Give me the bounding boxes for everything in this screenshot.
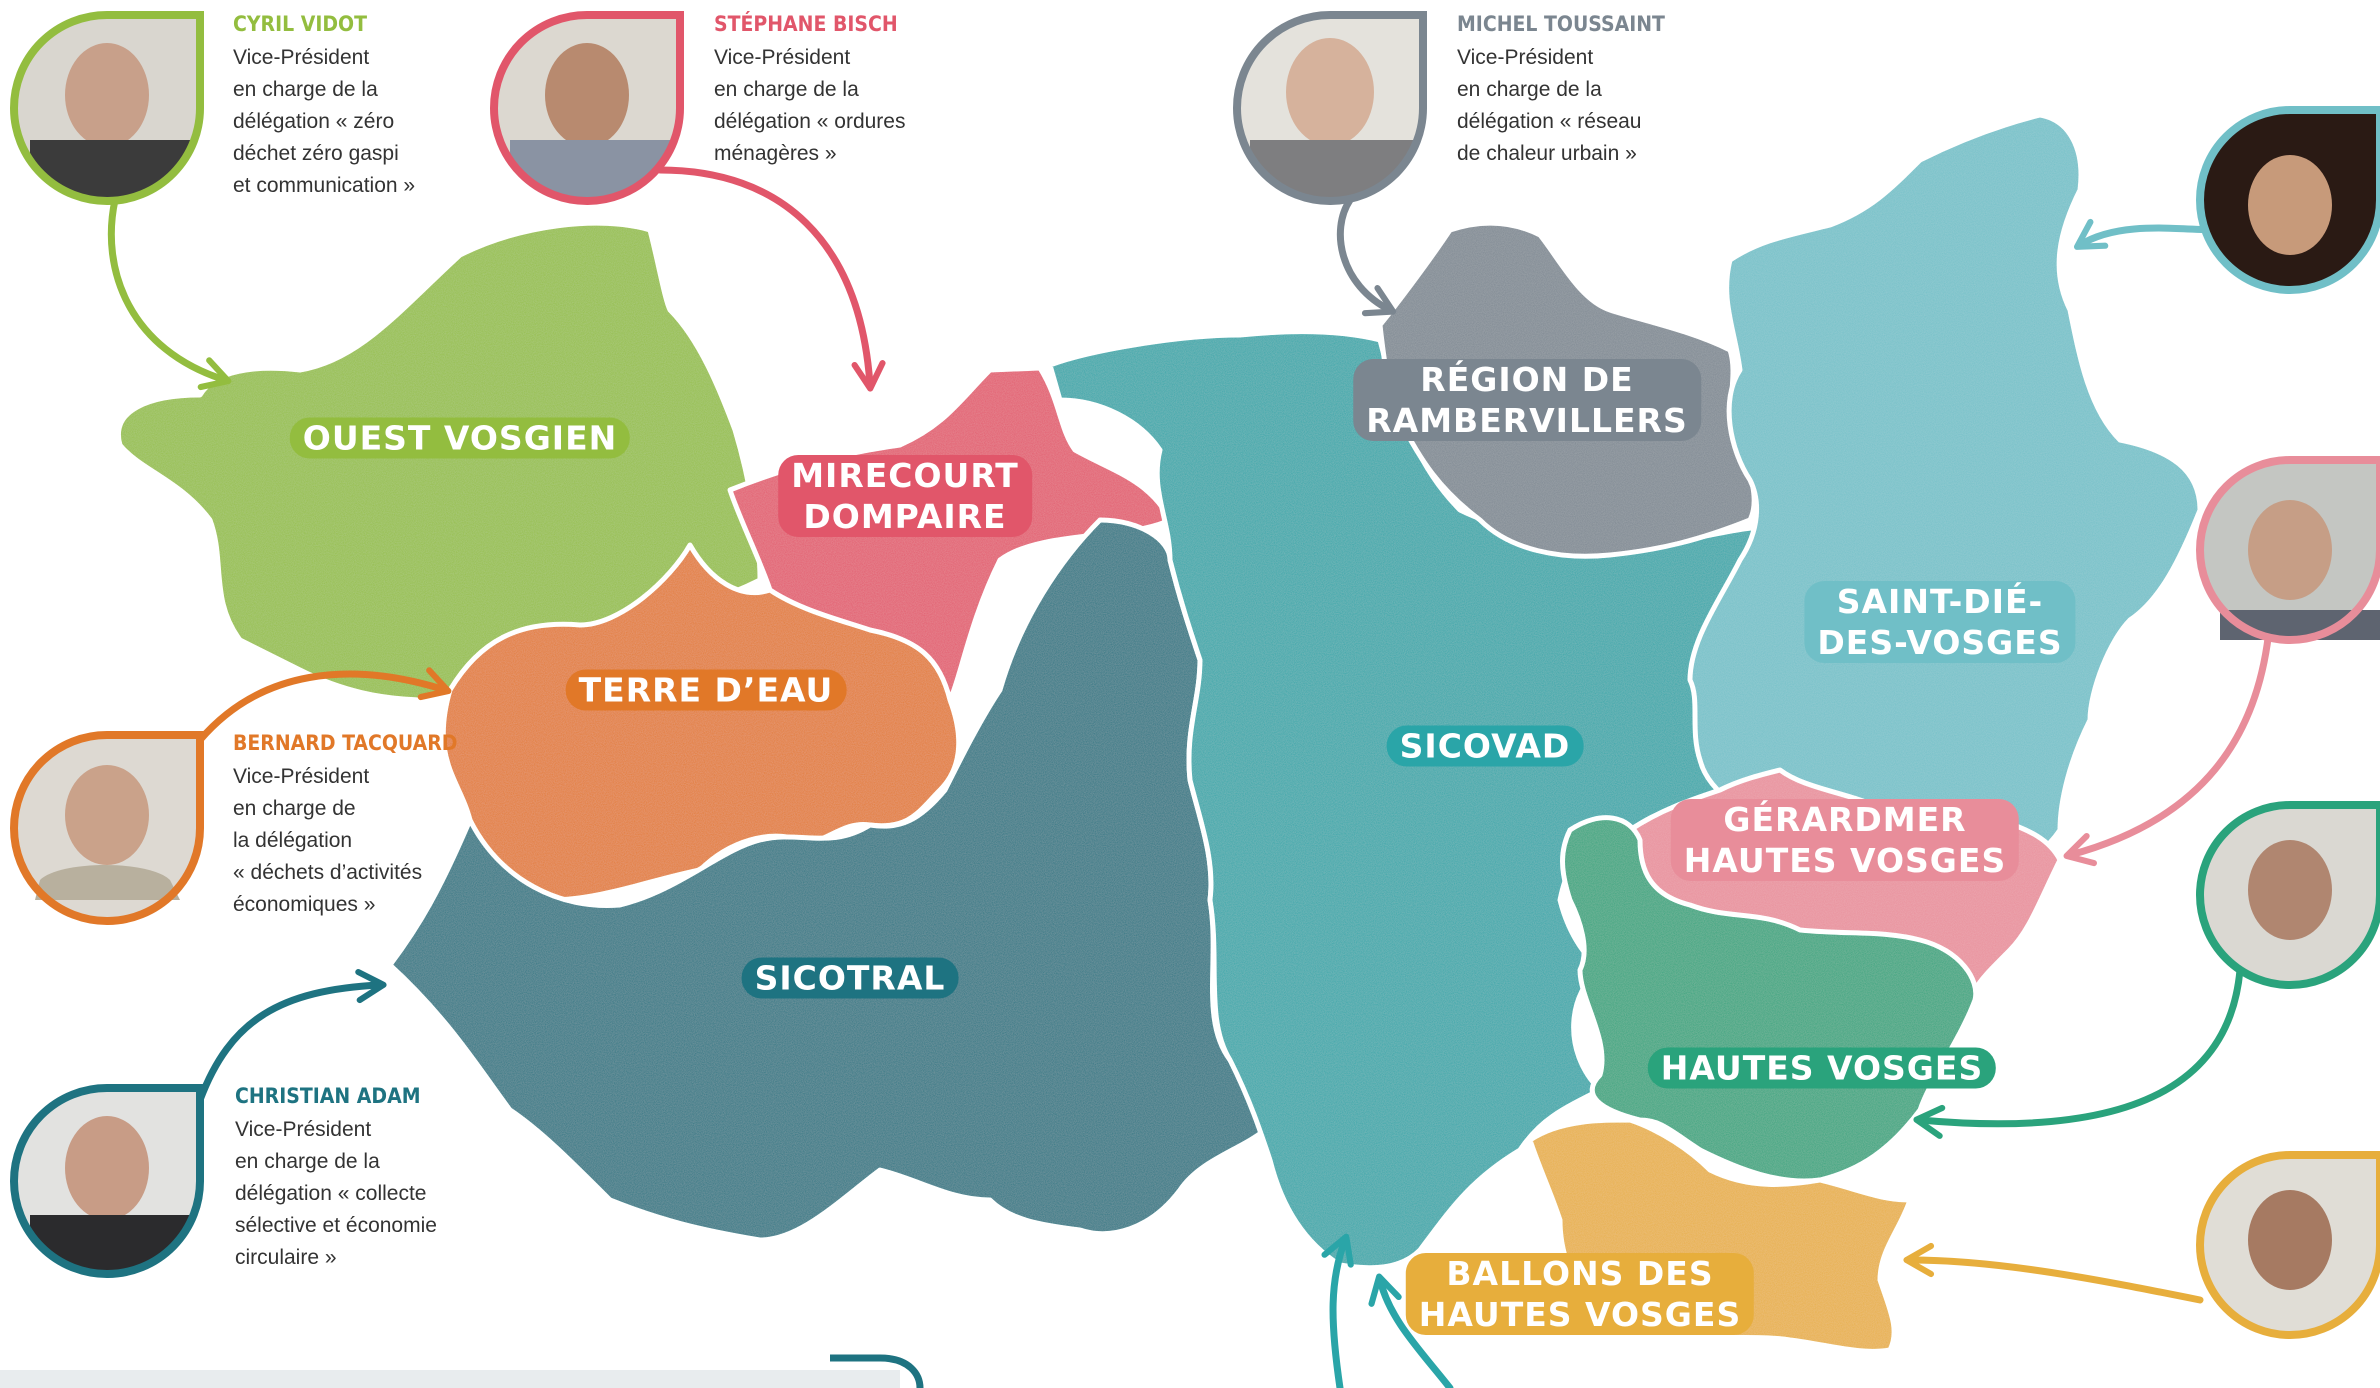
arrow-toussaint [1336, 196, 1397, 317]
person-name: STÉPHANE BISCH [714, 12, 898, 36]
person-role: Vice-Président en charge de la délégatio… [233, 765, 423, 916]
portrait-hautes-person [2196, 801, 2380, 989]
person-role: Vice-Président en charge de la délégatio… [1457, 46, 1642, 165]
label-mirecourt-dompaire: MIRECOURT DOMPAIRE [778, 455, 1032, 537]
label-saint-die: SAINT-DIÉ- DES-VOSGES [1804, 581, 2076, 663]
region-hautes-vosges[interactable] [1560, 815, 1979, 1184]
label-terre-deau: TERRE D’EAU [565, 669, 847, 711]
label-ballons: BALLONS DES HAUTES VOSGES [1405, 1253, 1755, 1335]
person-adam: CHRISTIAN ADAM Vice-Président en charge … [235, 1084, 437, 1274]
person-vidot: CYRIL VIDOT Vice-Président en charge de … [233, 12, 415, 202]
arrow-bottom-2 [1368, 1273, 1454, 1388]
portrait-gerardmer-person [2196, 456, 2380, 644]
arrow-saintdie-person [2073, 218, 2224, 250]
footer-curve [830, 1354, 924, 1388]
portrait-tacquard [10, 731, 205, 925]
arrow-bisch [656, 166, 886, 392]
label-sicovad: SICOVAD [1386, 725, 1584, 767]
portrait-vidot [10, 11, 205, 205]
portrait-saintdie-person [2196, 106, 2380, 294]
arrow-adam [196, 969, 387, 1104]
person-name: CHRISTIAN ADAM [235, 1084, 421, 1108]
portraits-right [2196, 106, 2380, 1339]
label-gerardmer: GÉRARDMER HAUTES VOSGES [1670, 799, 2020, 881]
person-bisch: STÉPHANE BISCH Vice-Président en charge … [714, 12, 905, 170]
arrow-tacquard [196, 667, 452, 744]
person-role: Vice-Président en charge de la délégatio… [235, 1118, 437, 1269]
arrow-vidot [107, 196, 232, 391]
person-toussaint: MICHEL TOUSSAINT Vice-Président en charg… [1457, 12, 1665, 170]
region-saint-die[interactable] [1687, 112, 2203, 923]
footer-bar [0, 1370, 900, 1388]
arrow-hautes-person [1913, 966, 2244, 1139]
person-tacquard: BERNARD TACQUARD Vice-Président en charg… [233, 731, 457, 921]
label-rambervillers: RÉGION DE RAMBERVILLERS [1353, 359, 1701, 441]
arrow-ballons-person [1903, 1242, 2204, 1304]
label-ouest-vosgien: OUEST VOSGIEN [289, 417, 631, 459]
portrait-toussaint [1233, 11, 1428, 205]
label-sicotral: SICOTRAL [741, 957, 959, 999]
person-role: Vice-Président en charge de la délégatio… [233, 46, 416, 197]
arrow-bottom-1 [1321, 1233, 1354, 1388]
label-hautes-vosges: HAUTES VOSGES [1647, 1047, 1997, 1089]
person-name: MICHEL TOUSSAINT [1457, 12, 1665, 36]
portrait-bisch [490, 11, 685, 205]
person-name: CYRIL VIDOT [233, 12, 368, 36]
portraits [10, 11, 1428, 1278]
person-role: Vice-Président en charge de la délégatio… [714, 46, 906, 165]
portrait-ballons-person [2196, 1151, 2380, 1339]
person-name: BERNARD TACQUARD [233, 731, 458, 755]
arrow-gerardmer-person [2063, 616, 2274, 867]
portrait-adam [10, 1084, 205, 1278]
